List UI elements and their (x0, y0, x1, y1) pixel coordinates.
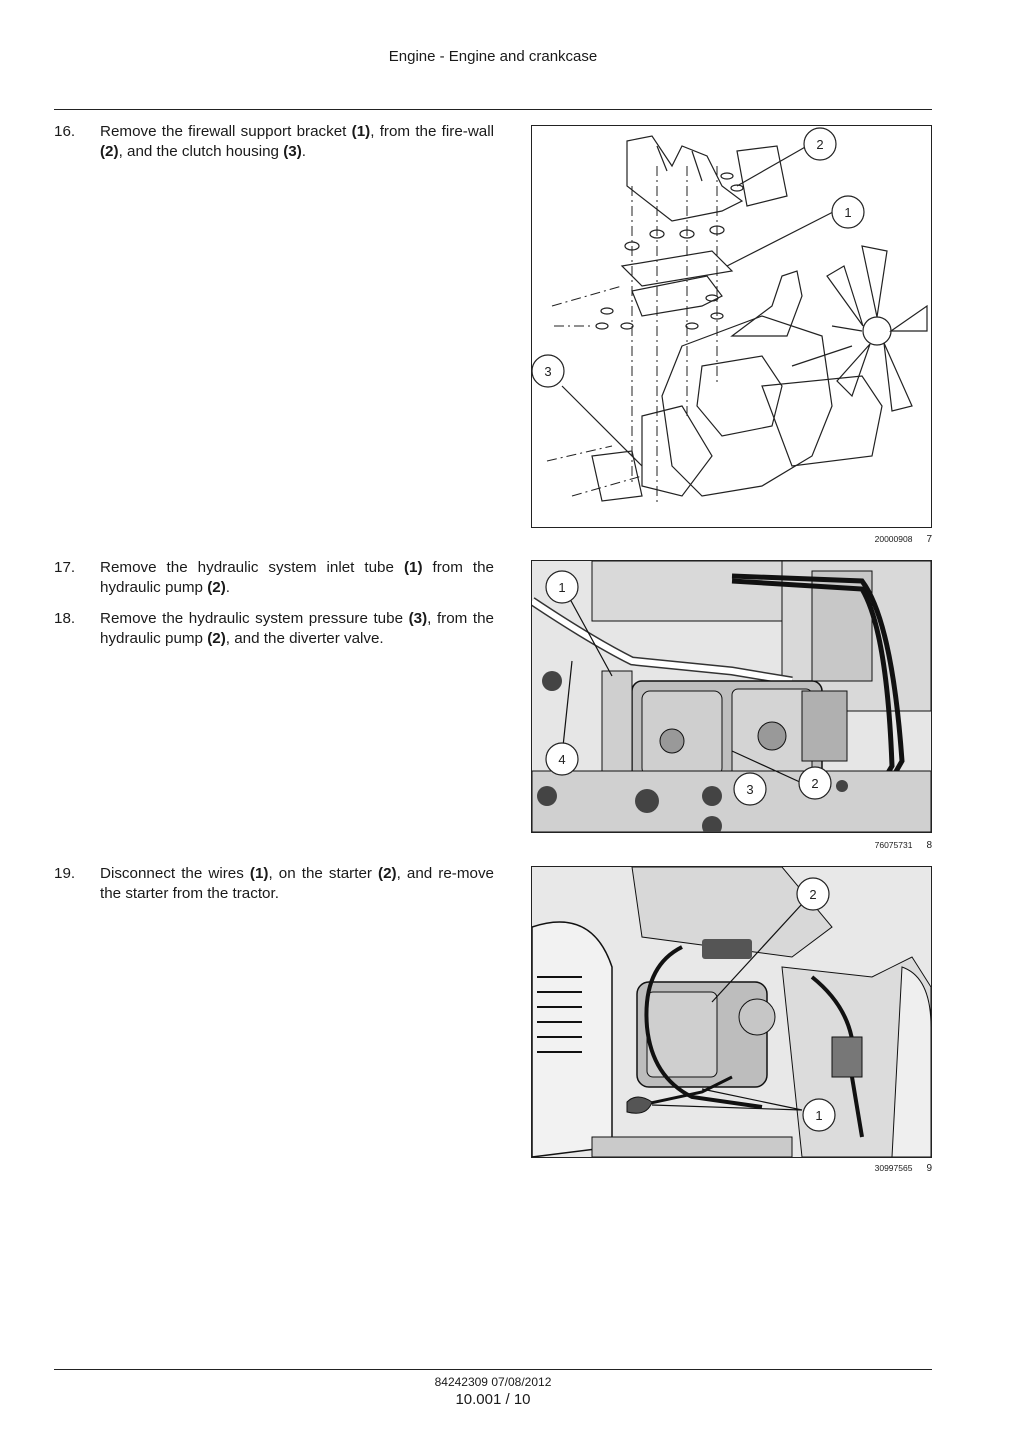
figure-id: 20000908 (874, 534, 913, 544)
svg-text:3: 3 (544, 364, 551, 379)
footer-doc-reference: 84242309 07/08/2012 (434, 1375, 552, 1389)
figure-number: 8 (926, 840, 932, 851)
callout-2: 2 (803, 127, 837, 161)
figure-id: 76075731 (874, 840, 913, 850)
svg-text:1: 1 (844, 205, 851, 220)
figure-9-starter: 2 1 (531, 866, 932, 1158)
page-header-title: Engine - Engine and crankcase (388, 48, 598, 65)
step-16: 16. Remove the firewall support bracket … (54, 122, 494, 162)
figure-8-hydraulic-pump: 1 4 3 2 (531, 560, 932, 833)
svg-text:1: 1 (815, 1108, 822, 1123)
figure-number: 7 (926, 534, 932, 545)
step-number: 17. (54, 559, 76, 576)
figure-7-caption: 20000908 7 (531, 534, 932, 545)
step-19: 19. Disconnect the wires (1), on the sta… (54, 864, 494, 904)
callout-1: 1 (831, 195, 865, 229)
step-17: 17. Remove the hydraulic system inlet tu… (54, 558, 494, 598)
callout-2: 2 (798, 766, 832, 800)
figure-id: 30997565 (874, 1163, 913, 1173)
figure-7-exploded-bracket: 2 1 3 (531, 125, 932, 528)
callout-3: 3 (532, 354, 565, 388)
footer-rule (54, 1369, 932, 1370)
figure-9-caption: 30997565 9 (531, 1163, 932, 1174)
callout-3: 3 (733, 772, 767, 806)
step-text: Remove the hydraulic system pressure tub… (100, 610, 494, 647)
step-text: Disconnect the wires (1), on the starter… (100, 865, 494, 902)
figure-8-caption: 76075731 8 (531, 840, 932, 851)
footer-page-number: 10.001 / 10 (455, 1391, 531, 1408)
header-rule (54, 109, 932, 110)
callout-1: 1 (802, 1098, 836, 1132)
callout-1: 1 (545, 570, 579, 604)
step-text: Remove the firewall support bracket (1),… (100, 123, 494, 160)
svg-text:2: 2 (811, 776, 818, 791)
figure-number: 9 (926, 1163, 932, 1174)
svg-text:3: 3 (746, 782, 753, 797)
svg-text:4: 4 (558, 752, 565, 767)
step-text: Remove the hydraulic system inlet tube (… (100, 559, 494, 596)
step-number: 19. (54, 865, 76, 882)
step-18: 18. Remove the hydraulic system pressure… (54, 609, 494, 649)
callout-2: 2 (796, 877, 830, 911)
svg-text:1: 1 (558, 580, 565, 595)
step-number: 18. (54, 610, 76, 627)
step-number: 16. (54, 123, 76, 140)
svg-text:2: 2 (816, 137, 823, 152)
callout-4: 4 (545, 742, 579, 776)
svg-text:2: 2 (809, 887, 816, 902)
